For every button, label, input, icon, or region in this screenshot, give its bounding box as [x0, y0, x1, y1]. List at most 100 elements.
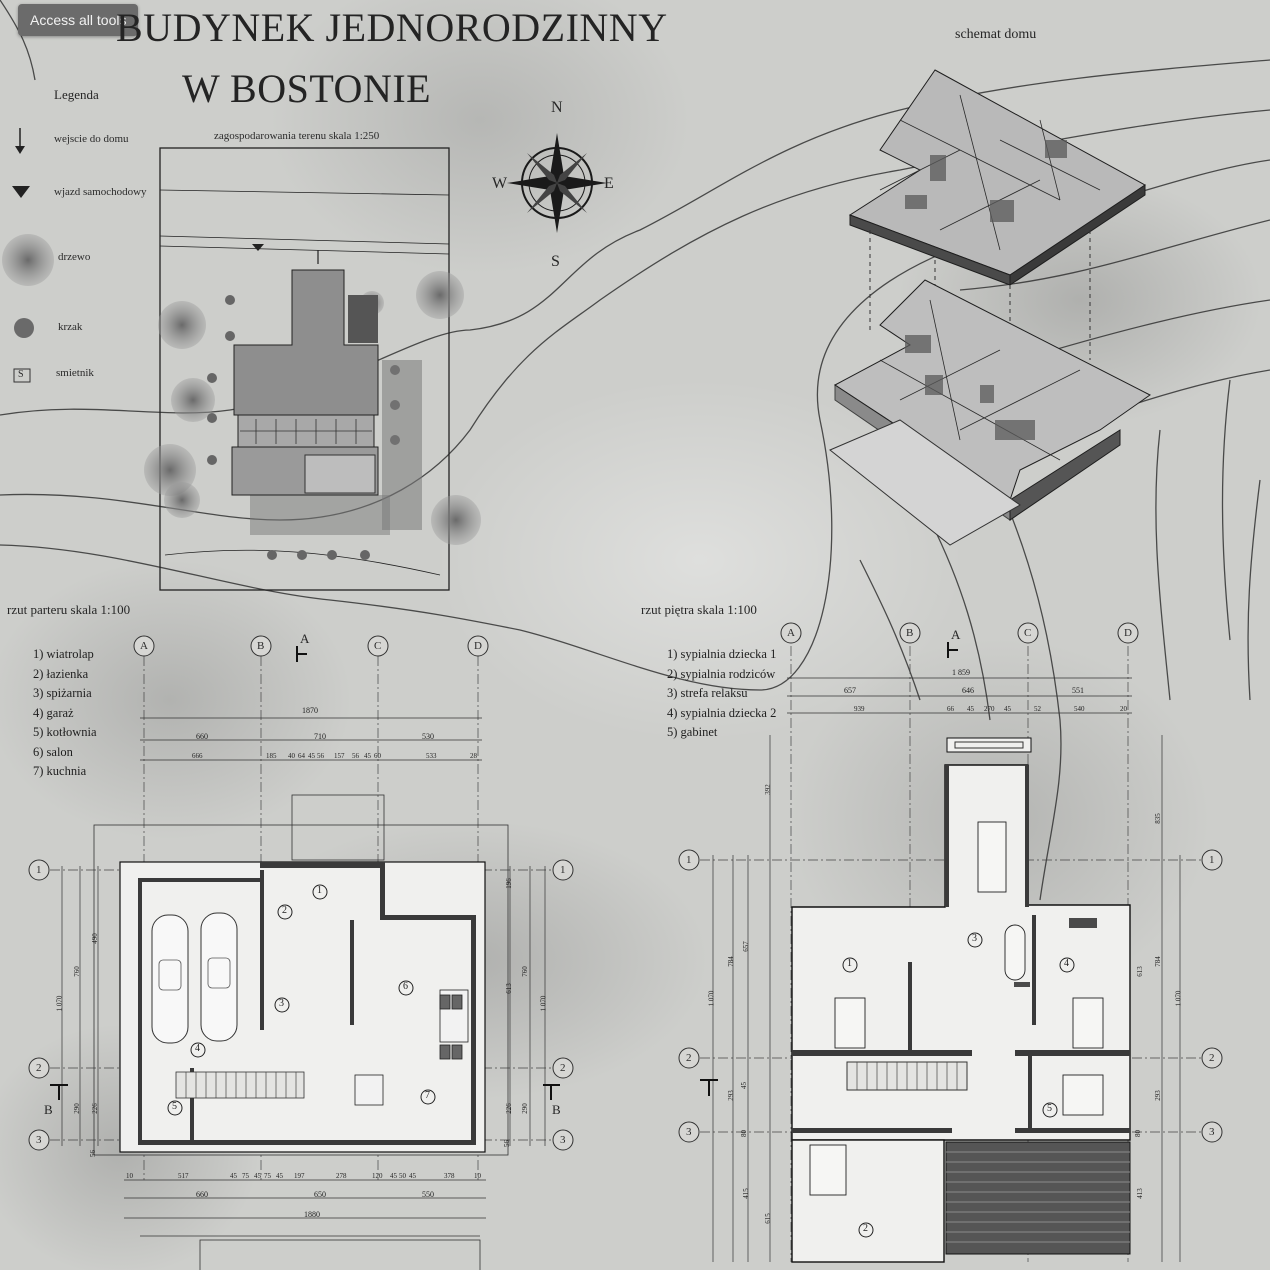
compass-east: E: [604, 175, 614, 192]
gf-dim-side-2: 760: [72, 966, 81, 977]
ff-room-num-1: 1: [847, 958, 852, 969]
legend-item-driveway: wjazd samochodowy: [54, 186, 147, 198]
gf-dim-d8: 56: [352, 752, 359, 760]
gf-dim-side-r4: 290: [520, 1103, 529, 1114]
gf-dim-bm2: 650: [314, 1190, 326, 1199]
bush-icon: [14, 318, 34, 338]
ground-floor-caption: rzut parteru skala 1:100: [7, 602, 131, 617]
gf-row-2: 2: [36, 1062, 42, 1074]
title-line-1: BUDYNEK JEDNORODZINNY: [116, 5, 668, 50]
ff-room-num-2: 2: [863, 1223, 868, 1234]
gf-dim-bm3: 550: [422, 1190, 434, 1199]
ff-dim-d7: 540: [1074, 705, 1085, 713]
triangle-down-icon: [12, 186, 30, 198]
ff-dim-side-2: 784: [726, 956, 735, 967]
compass-north: N: [551, 99, 563, 116]
gf-dim-mid-1: 660: [196, 732, 208, 741]
gf-dim-side-r3: 613: [504, 983, 513, 994]
gf-dim-d5: 45: [308, 752, 315, 760]
site-plan-caption: zagospodarowania terenu skala 1:250: [214, 130, 380, 142]
gf-dim-b8: 197: [294, 1172, 305, 1180]
gf-axis-c: C: [374, 640, 382, 652]
gf-axis-a: A: [140, 640, 148, 652]
gf-section-b-left: B: [44, 1102, 53, 1117]
gf-dim-b12: 50: [399, 1172, 406, 1180]
room-item: 6) salon: [33, 744, 73, 759]
gf-room-num-7: 7: [425, 1090, 430, 1101]
gf-dim-d12: 28: [470, 752, 477, 760]
ff-dim-side-5: 293: [726, 1090, 735, 1101]
gf-dim-d10: 60: [374, 752, 381, 760]
tree-icon: [2, 234, 54, 286]
gf-dim-side-r6: 56: [503, 1140, 511, 1147]
gf-dim-b10: 120: [372, 1172, 383, 1180]
ff-dim-d8: 20: [1120, 705, 1127, 713]
gf-dim-d7: 157: [334, 752, 345, 760]
ff-dim-side-9: 615: [763, 1213, 772, 1224]
ff-row-1: 1: [686, 854, 692, 866]
gf-dim-total-bottom: 1880: [304, 1210, 320, 1219]
gf-dim-d3: 40: [288, 752, 295, 760]
room-item: 1) sypialnia dziecka 1: [667, 647, 777, 661]
gf-row-3-right: 3: [560, 1134, 566, 1146]
gf-dim-b15: 10: [474, 1172, 481, 1180]
terrain-contours: [0, 0, 1270, 901]
ff-row-2-right: 2: [1209, 1052, 1215, 1064]
ff-dim-mid-1: 657: [844, 686, 856, 695]
legend-item-trash: smietnik: [56, 367, 94, 379]
gf-room-num-1: 1: [317, 885, 322, 896]
ff-dim-side-r3: 613: [1135, 966, 1144, 977]
room-item: 3) spiżarnia: [33, 686, 92, 700]
ff-dim-total-top: 1 859: [952, 668, 970, 677]
ff-row-2: 2: [686, 1052, 692, 1064]
legend-heading: Legenda: [54, 87, 99, 102]
ff-dim-side-7: 80: [740, 1130, 748, 1137]
legend-item-bush: krzak: [58, 321, 83, 333]
gf-dim-bm1: 660: [196, 1190, 208, 1199]
gf-dim-side-3: 490: [90, 933, 99, 944]
gf-axis-d: D: [474, 640, 482, 652]
gf-dim-b2: 517: [178, 1172, 189, 1180]
title-line-2: W BOSTONIE: [182, 66, 432, 111]
room-item: 2) łazienka: [33, 666, 89, 681]
room-item: 3) strefa relaksu: [667, 686, 748, 700]
gf-dim-b6: 75: [264, 1172, 271, 1180]
ff-dim-d3: 45: [967, 705, 974, 713]
gf-dim-b14: 378: [444, 1172, 455, 1180]
compass-south: S: [551, 253, 560, 270]
legend-item-tree: drzewo: [58, 251, 91, 263]
site-plan: [144, 147, 481, 591]
gf-section-b-right: B: [552, 1102, 561, 1117]
legend-item-entrance: wejscie do domu: [54, 133, 129, 145]
gf-row-2-right: 2: [560, 1062, 566, 1074]
ff-row-3-right: 3: [1209, 1126, 1215, 1138]
ff-room-num-3: 3: [972, 933, 977, 944]
gf-dim-side-4: 290: [72, 1103, 81, 1114]
trash-icon: [13, 368, 31, 383]
gf-room-num-3: 3: [279, 998, 284, 1009]
gf-dim-side-6: 56: [89, 1150, 97, 1157]
gf-row-1-right: 1: [560, 864, 566, 876]
ff-dim-side-r1: 1 070: [1174, 990, 1183, 1007]
room-item: 1) wiatrolap: [33, 647, 94, 661]
gf-dim-mid-3: 530: [422, 732, 434, 741]
ff-axis-d: D: [1124, 627, 1132, 639]
gf-dim-b1: 10: [126, 1172, 133, 1180]
room-item: 2) sypialnia rodziców: [667, 666, 776, 681]
room-item: 4) garaż: [33, 705, 74, 720]
first-floor-caption: rzut piętra skala 1:100: [641, 602, 757, 617]
ff-dim-mid-2: 646: [962, 686, 974, 695]
access-all-tools-button[interactable]: Access all tools: [18, 4, 139, 36]
ff-dim-mid-3: 551: [1072, 686, 1084, 695]
gf-dim-side-5: 226: [90, 1103, 99, 1114]
compass-west: W: [492, 175, 508, 192]
gf-dim-b9: 278: [336, 1172, 347, 1180]
room-item: 7) kuchnia: [33, 764, 87, 778]
gf-section-a: A: [300, 631, 310, 646]
room-item: 5) kotłownia: [33, 725, 97, 739]
ff-dim-d6: 52: [1034, 705, 1041, 713]
ff-dim-d1: 939: [854, 705, 865, 713]
gf-dim-b4: 75: [242, 1172, 249, 1180]
